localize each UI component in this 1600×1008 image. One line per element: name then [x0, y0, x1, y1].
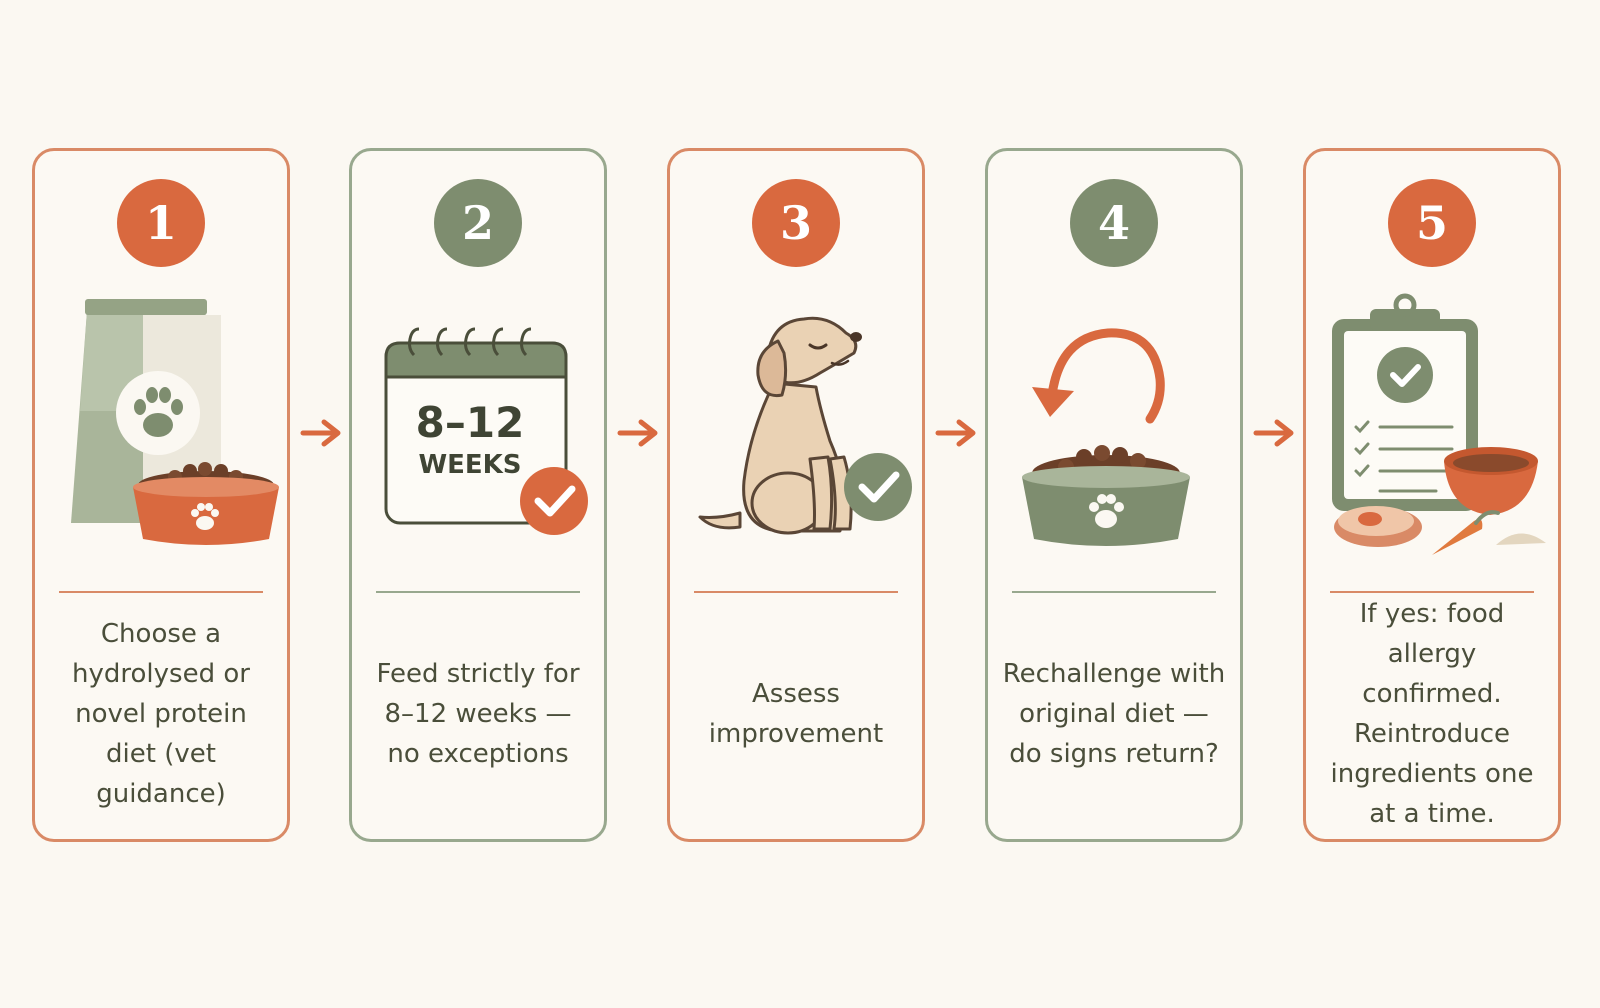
- step-caption: Assess improvement: [708, 679, 884, 749]
- step-4-card: 4 Rechallenge with original diet — do si…: [985, 148, 1243, 842]
- step-caption: Choose a hydrolysed or novel protein die…: [72, 619, 250, 809]
- divider: [1012, 591, 1216, 593]
- clipboard-checklist-icon: [1332, 293, 1546, 555]
- step-caption: If yes: food allergy confirmed. Reintrod…: [1330, 599, 1534, 829]
- divider: [376, 591, 580, 593]
- step-number-badge: 4: [1070, 179, 1158, 267]
- step-2-card: 2 8–12 WEEKS Feed strictly for 8–12 week…: [349, 148, 607, 842]
- dog-food-bag-and-bowl-icon: [71, 299, 279, 545]
- calendar-icon: 8–12 WEEKS: [384, 327, 588, 535]
- divider: [1330, 591, 1534, 593]
- arrow-right-icon: [300, 419, 341, 447]
- calendar-number: 8–12: [416, 398, 525, 447]
- step-number-badge: 5: [1388, 179, 1476, 267]
- step-number-badge: 1: [117, 179, 205, 267]
- step-number-badge: 2: [434, 179, 522, 267]
- calendar-unit: WEEKS: [418, 450, 521, 480]
- arrow-right-icon: [1253, 419, 1294, 447]
- step-caption: Feed strictly for 8–12 weeks — no except…: [376, 659, 580, 769]
- sitting-dog-icon: [698, 316, 912, 535]
- divider: [59, 591, 263, 593]
- step-5-card: 5 If yes: food allergy confirmed. Reintr…: [1303, 148, 1561, 842]
- step-3-card: 3 Assess improvement: [667, 148, 925, 842]
- arrow-right-icon: [617, 419, 658, 447]
- step-caption: Rechallenge with original diet — do sign…: [1002, 659, 1226, 769]
- divider: [694, 591, 898, 593]
- step-number-badge: 3: [752, 179, 840, 267]
- step-1-card: 1 Choose a hydrolysed or novel protein d…: [32, 148, 290, 842]
- arrow-right-icon: [935, 419, 976, 447]
- rechallenge-food-bowl-icon: [1022, 328, 1190, 546]
